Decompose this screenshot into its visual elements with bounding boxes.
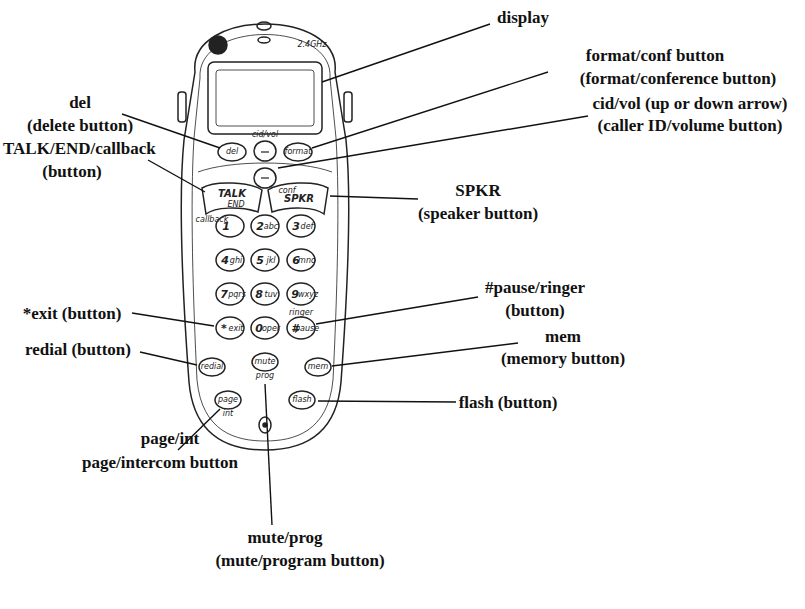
key-label: pqrs	[228, 291, 246, 299]
callout-label: (format/conference button)	[580, 70, 777, 87]
key-label: mno	[298, 257, 316, 265]
callout-label: (mute/program button)	[215, 552, 384, 569]
callout-label: display	[497, 9, 549, 26]
key-label: tuv	[265, 291, 278, 299]
callout-label: (speaker button)	[418, 205, 538, 222]
key-label: int	[223, 410, 233, 418]
keypad	[216, 215, 315, 339]
key-label: cid/vol	[252, 131, 278, 139]
button	[254, 141, 276, 161]
microphone	[259, 417, 271, 433]
callout-label: TALK/END/callback	[3, 140, 156, 157]
key-label: abc	[264, 223, 278, 231]
button	[289, 391, 315, 409]
spkr-button	[268, 183, 328, 214]
key-label: redial	[201, 363, 224, 371]
key-label: 9	[291, 289, 299, 300]
callout-label: (button)	[505, 302, 565, 319]
callout-label: (button)	[42, 163, 102, 180]
side-clip-right	[344, 92, 352, 122]
button	[254, 168, 276, 188]
key-label: *	[221, 323, 227, 334]
key-label: 5	[256, 255, 264, 266]
key-label: TALK	[218, 189, 246, 199]
key-label: exit	[228, 325, 243, 333]
callout-label: flash (button)	[459, 394, 558, 411]
leader-lines	[122, 24, 588, 525]
callout-label: *exit (button)	[23, 305, 122, 322]
key-label: mute	[255, 358, 276, 366]
key-label: 7	[220, 289, 228, 300]
key-label: jkl	[266, 257, 275, 265]
key-label: flash	[292, 396, 311, 404]
callout-label: (delete button)	[27, 117, 133, 134]
key-label: wxyz	[298, 291, 318, 299]
key-label: 1	[222, 221, 230, 232]
key-label: del	[226, 148, 238, 156]
display-window	[216, 70, 314, 126]
key-label: SPKR	[284, 194, 314, 204]
key-label: ghi	[230, 257, 242, 265]
key-label: 0	[255, 323, 263, 334]
button	[252, 353, 278, 371]
handset-bezel	[192, 35, 338, 442]
key-label: 8	[255, 289, 263, 300]
button	[199, 358, 225, 376]
callout-label: (caller ID/volume button)	[598, 117, 783, 134]
earpiece	[258, 37, 270, 43]
callout-label: cid/vol (up or down arrow)	[593, 95, 788, 112]
callout-label: SPKR	[455, 182, 500, 199]
callout-label: redial (button)	[25, 341, 131, 358]
callout-label: page/int	[141, 430, 200, 447]
callout-label: mute/prog	[247, 529, 322, 546]
key-label: 4	[221, 255, 229, 266]
key-label: END	[227, 201, 244, 209]
button	[218, 143, 246, 161]
key-label: mem	[308, 363, 329, 371]
arrow-up	[261, 151, 269, 152]
side-clip-left	[178, 92, 186, 122]
callout-label: (memory button)	[501, 350, 625, 367]
key-label: prog	[256, 372, 274, 380]
button	[305, 358, 331, 376]
button	[284, 143, 312, 161]
callout-label: format/conf button	[586, 47, 724, 64]
arrow-down	[261, 177, 269, 178]
button	[215, 391, 241, 409]
key-label: pause	[295, 325, 319, 333]
display-screen	[208, 62, 322, 134]
key-label: format	[285, 148, 312, 156]
callout-label: page/intercom button	[82, 454, 238, 471]
key-label: 3	[292, 221, 300, 232]
key-label: oper	[262, 325, 280, 333]
talk-button	[202, 183, 262, 214]
callout-label: #pause/ringer	[485, 279, 585, 296]
key-label: 2.4GHz	[297, 41, 326, 49]
earpiece	[257, 22, 271, 30]
key-label: 2	[256, 221, 264, 232]
callout-label: del	[69, 94, 91, 111]
key-label: page	[218, 396, 238, 404]
logo	[209, 36, 227, 54]
key-label: ringer	[289, 309, 313, 317]
callout-label: mem	[545, 328, 581, 345]
key-label: def	[301, 223, 314, 231]
